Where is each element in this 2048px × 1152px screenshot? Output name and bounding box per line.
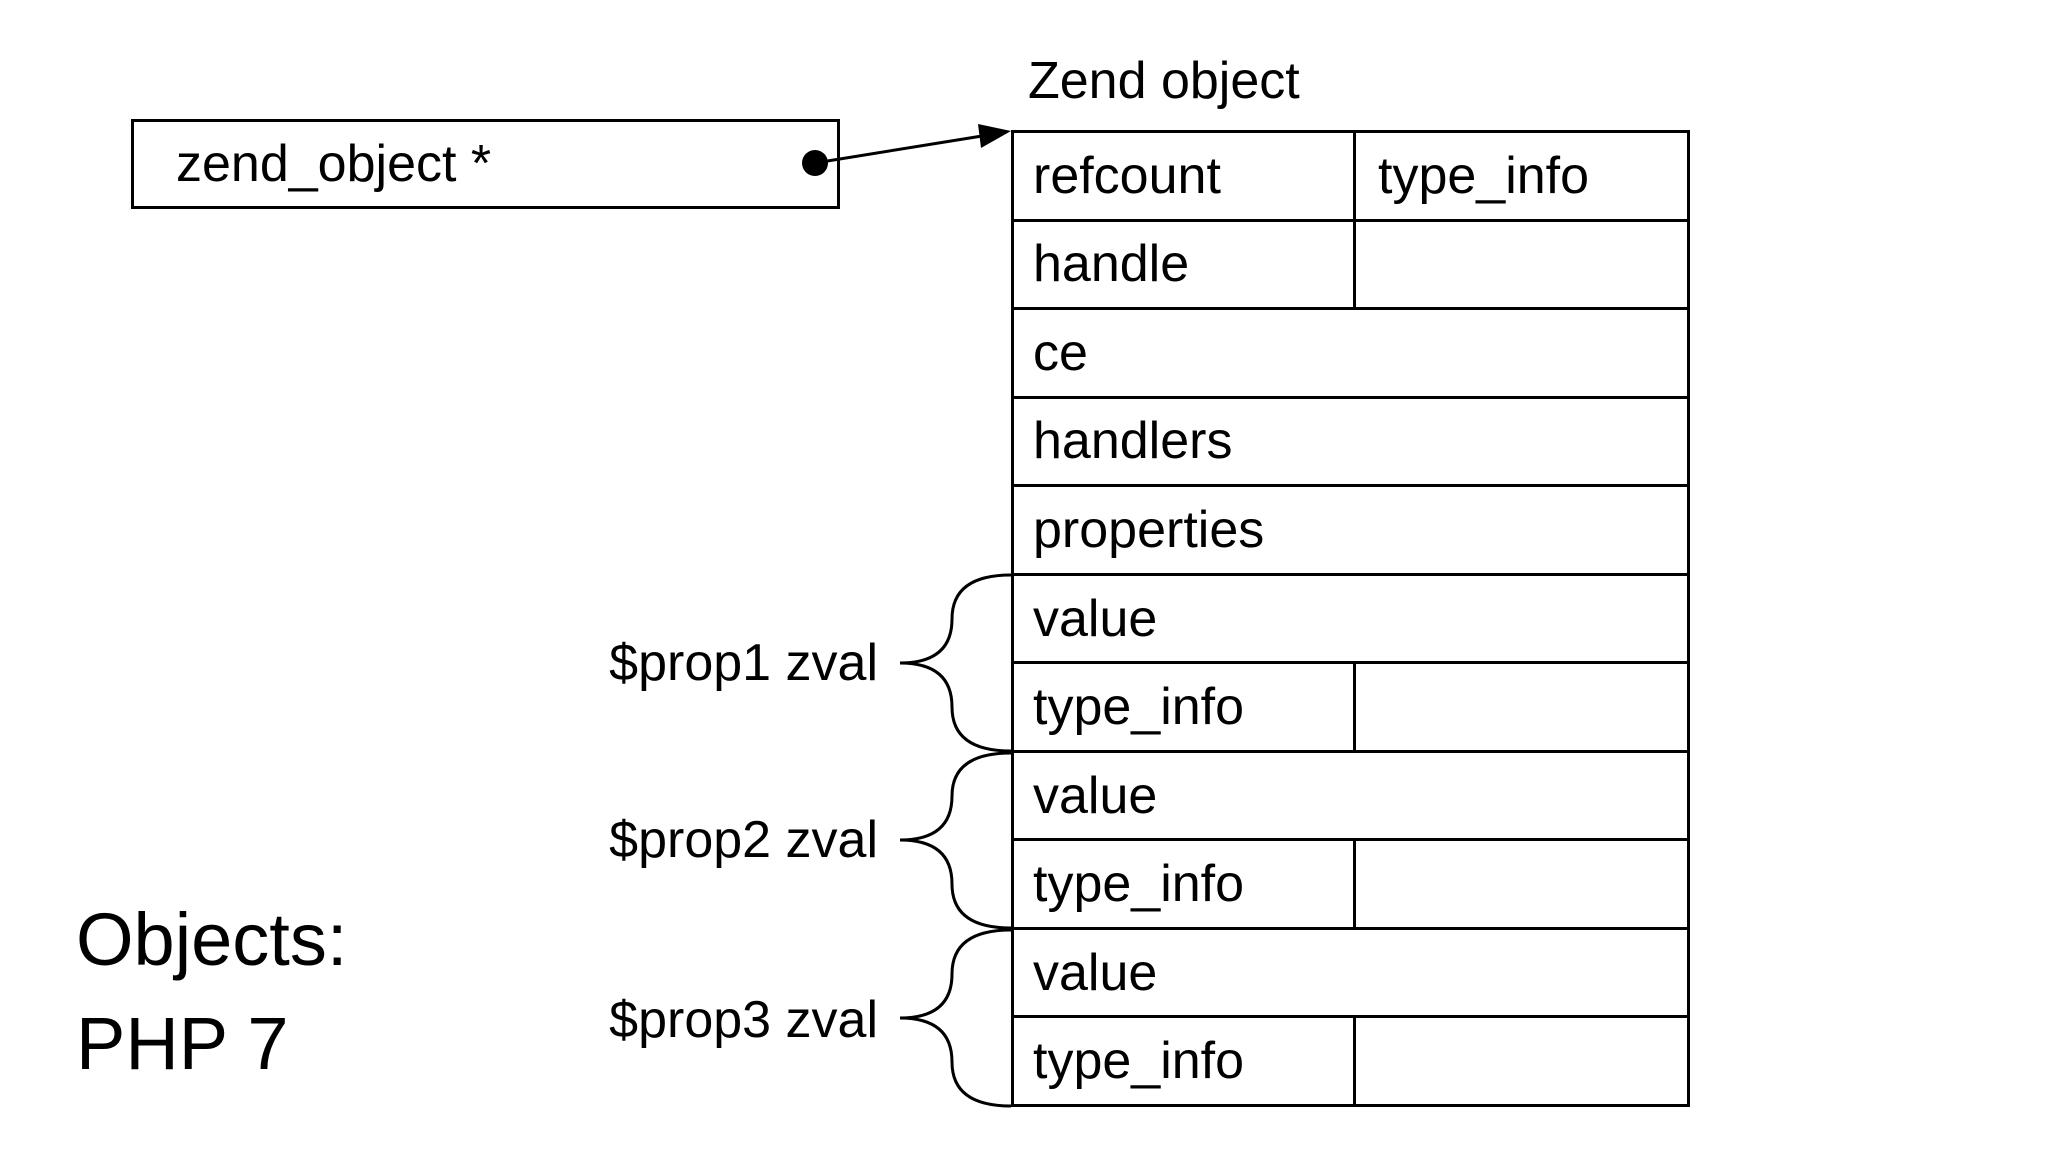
slide-title-line-2: PHP 7 bbox=[76, 1002, 289, 1085]
cell-refcount: refcount bbox=[1033, 146, 1221, 205]
cell-type-info-1-empty bbox=[1353, 664, 1687, 750]
table-row-ce: ce bbox=[1014, 310, 1687, 399]
table-row-value-1: value bbox=[1014, 576, 1687, 665]
zend-object-table: refcount type_info handle ce handlers pr… bbox=[1011, 130, 1690, 1107]
cell-value-3: value bbox=[1033, 943, 1158, 1002]
cell-type-info-2-empty bbox=[1353, 841, 1687, 927]
cell-handlers: handlers bbox=[1033, 412, 1233, 471]
table-row-value-2: value bbox=[1014, 753, 1687, 842]
brace-prop3-icon bbox=[899, 928, 1012, 1108]
table-row-type-info-3: type_info bbox=[1014, 1018, 1687, 1105]
prop1-zval-label: $prop1 zval bbox=[609, 634, 878, 692]
cell-type-info-3: type_info bbox=[1033, 1032, 1245, 1091]
cell-type-info-header: type_info bbox=[1353, 133, 1687, 219]
table-row-properties: properties bbox=[1014, 487, 1687, 576]
pointer-box-label: zend_object * bbox=[176, 135, 492, 193]
slide-title-line-1: Objects: bbox=[76, 898, 348, 981]
cell-type-info-1: type_info bbox=[1033, 678, 1245, 737]
prop3-zval-label: $prop3 zval bbox=[609, 991, 878, 1049]
cell-value-1: value bbox=[1033, 589, 1158, 648]
table-row-value-3: value bbox=[1014, 930, 1687, 1019]
cell-handle: handle bbox=[1033, 235, 1190, 294]
table-row-type-info-2: type_info bbox=[1014, 841, 1687, 930]
cell-type-info-2: type_info bbox=[1033, 855, 1245, 914]
table-row-refcount: refcount type_info bbox=[1014, 133, 1687, 222]
cell-value-2: value bbox=[1033, 766, 1158, 825]
table-row-handlers: handlers bbox=[1014, 399, 1687, 488]
cell-ce: ce bbox=[1033, 323, 1088, 382]
pointer-arrowhead-icon bbox=[978, 124, 1011, 148]
table-row-type-info-1: type_info bbox=[1014, 664, 1687, 753]
table-title: Zend object bbox=[1028, 52, 1300, 110]
cell-type-info-3-empty bbox=[1353, 1018, 1687, 1105]
brace-prop2-icon bbox=[899, 751, 1012, 930]
cell-handle-empty bbox=[1353, 221, 1687, 308]
cell-properties: properties bbox=[1033, 500, 1265, 559]
table-row-handle: handle bbox=[1014, 221, 1687, 311]
pointer-box: zend_object * bbox=[131, 119, 840, 209]
pointer-arrow-line bbox=[814, 134, 983, 165]
brace-prop1-icon bbox=[899, 573, 1012, 753]
prop2-zval-label: $prop2 zval bbox=[609, 811, 878, 869]
